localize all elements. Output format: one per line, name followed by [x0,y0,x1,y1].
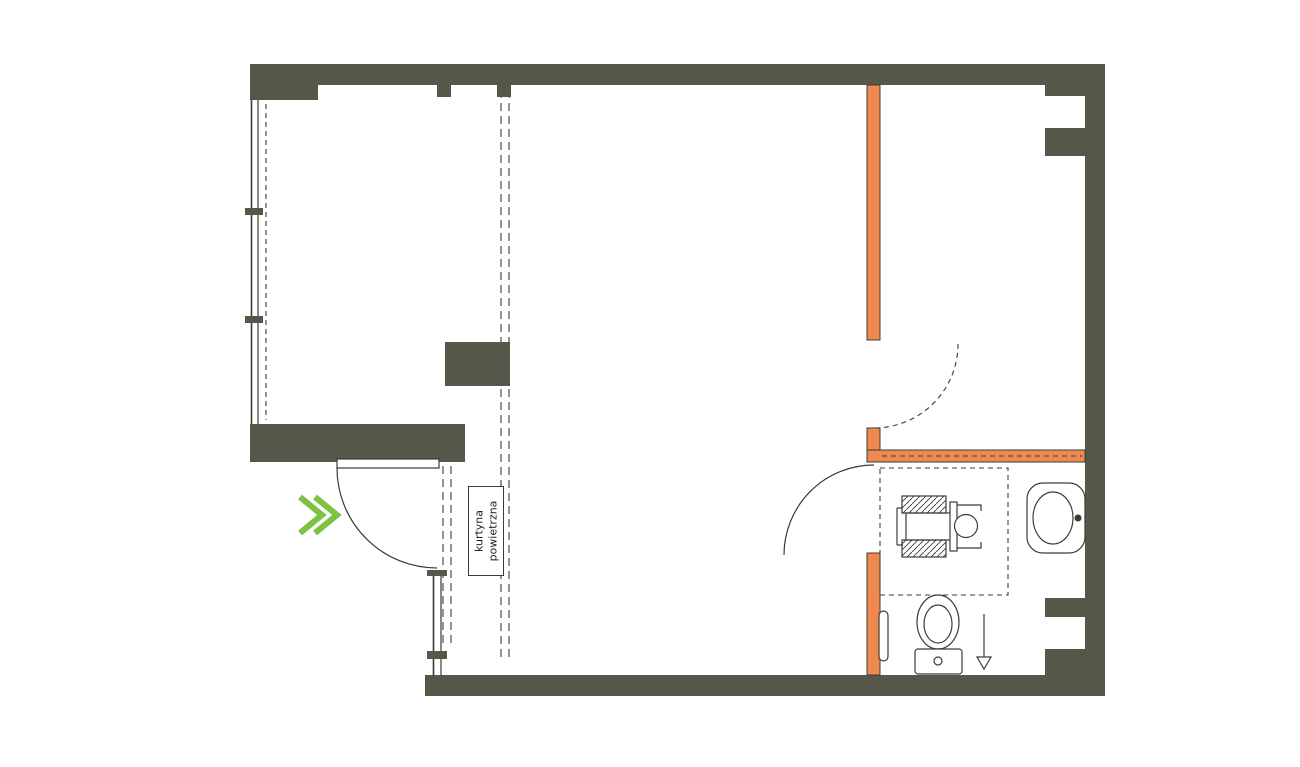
mop-head [975,656,993,671]
air-curtain-label: kurtyna powietrzna [468,486,504,576]
window-mullion [427,570,447,576]
chevron [313,494,342,536]
air-curtain-line2: powietrzna [486,500,500,562]
wc-fixtures [878,467,1086,675]
entrance-door-leaf [336,458,440,469]
entry-wall [250,424,465,462]
wall-pier [445,342,510,386]
doors [336,343,959,569]
top-wall-tab [437,85,451,97]
top-wall-tab [497,85,511,97]
new-wall-vertical-bottom [866,552,881,676]
window-mullion [245,208,263,215]
window-mullion [245,316,263,323]
wheelchair-wheel [901,495,947,514]
toilet-tank [914,648,963,675]
wheelchair-handle [957,504,982,511]
air-curtain-label-text: kurtyna powietrzna [469,501,503,562]
room-door-swing [873,343,959,429]
air-curtain-line1: kurtyna [472,509,486,553]
window-walls [245,100,447,676]
window-mullion [427,651,447,659]
top-right-wall-niche [1045,96,1085,128]
wheelchair-user-head [953,513,979,539]
wheelchair-seat [905,512,957,541]
toilet-bowl [916,594,960,650]
top-left-wall-tab [250,64,318,100]
wc-door-swing [783,464,875,556]
right-wall [1085,64,1105,696]
grab-bar-icon [878,610,889,662]
wheelchair-wheel [901,539,947,558]
new-partition-walls [866,84,1086,676]
entrance-door-swing [336,467,438,569]
wheelchair-handle [957,542,982,549]
chevron [298,494,327,536]
toilet-flush-button [933,656,943,666]
new-wall-vertical-top [866,84,881,341]
mop-icon [975,614,993,671]
exterior-walls [250,64,1105,696]
entrance-chevron-icon [298,494,342,536]
sink-faucet [1074,514,1082,522]
accessible-turning-area [879,467,1009,596]
sink-counter [1026,482,1086,554]
sink-basin [1032,491,1074,545]
sink-icon [1026,482,1086,554]
bottom-right-wall-niche [1045,617,1085,649]
top-wall [250,64,1105,85]
bottom-wall [425,675,1105,696]
toilet-seat [923,604,953,644]
toilet-icon [914,594,963,675]
wheelchair-icon [896,495,982,558]
